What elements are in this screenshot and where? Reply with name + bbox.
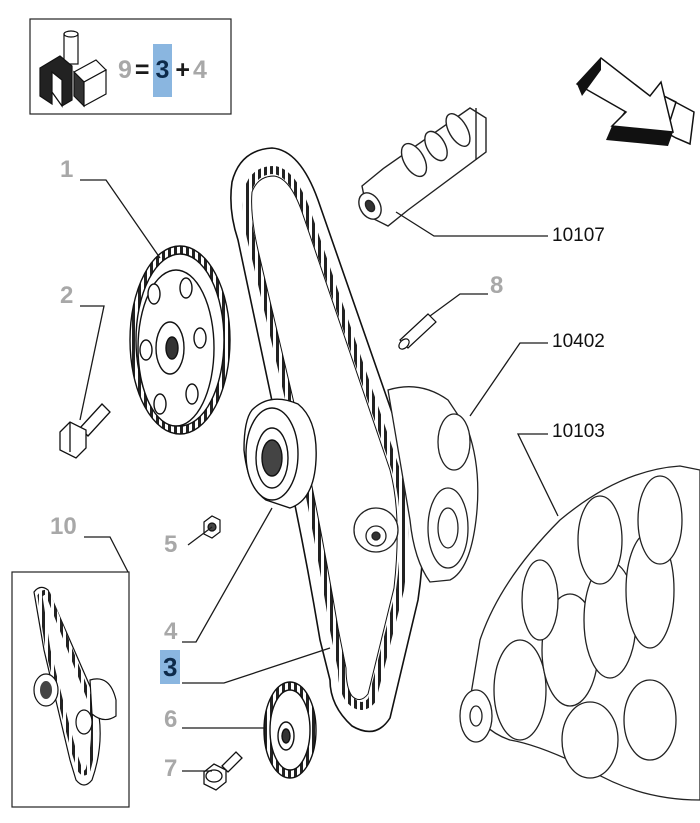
callout-7[interactable]: 7 [164,755,178,782]
callout-10[interactable]: 10 [50,513,77,540]
crankshaft [459,465,700,801]
callout-8[interactable]: 8 [490,272,504,299]
quantity-legend: 9 = 3 + 4 [118,42,210,98]
tensioner-bearing [243,398,317,509]
callout-3[interactable]: 3 [160,650,181,684]
legend-right-value: 4 [193,55,207,84]
belt-kit-inset [11,571,130,808]
crankshaft-gear [263,681,317,779]
callout-4[interactable]: 4 [164,618,178,645]
legend-highlight-value: 3 [152,43,173,97]
kit-icon [39,30,107,108]
pulley-bolt [59,403,111,459]
callout-10107[interactable]: 10107 [552,225,605,246]
legend-equals: = [134,55,150,84]
callout-1[interactable]: 1 [60,156,74,183]
stud [398,313,437,350]
callout-10402[interactable]: 10402 [552,331,605,352]
callout-6[interactable]: 6 [164,706,178,733]
legend-plus: + [175,55,191,84]
leader-lines [79,179,559,772]
direction-arrow-icon [575,56,695,146]
legend-left-value: 9 [118,55,132,84]
callout-2[interactable]: 2 [60,282,74,309]
callout-10103[interactable]: 10103 [552,421,605,442]
camshaft [358,107,487,227]
callout-5[interactable]: 5 [164,531,178,558]
oil-pump-housing [353,386,479,583]
camshaft-pulley [129,245,231,435]
